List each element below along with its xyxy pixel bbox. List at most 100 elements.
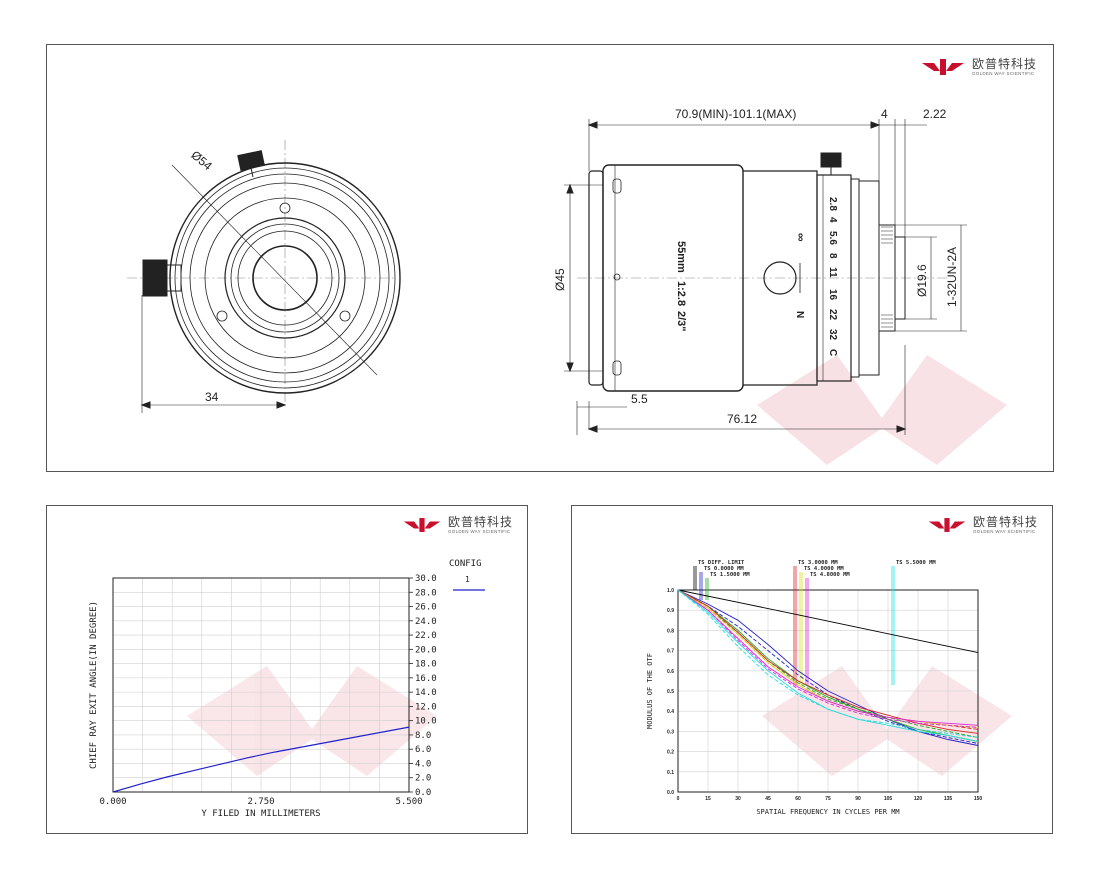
series-line — [677, 589, 979, 654]
y-tick-label: 8.0 — [415, 731, 431, 741]
barrel-diameter-label: Ø45 — [553, 268, 567, 291]
aperture-mark: 4 — [827, 217, 838, 223]
x-tick-label: 120 — [914, 796, 923, 802]
aperture-mark: 8 — [827, 253, 838, 259]
focus-infinity-mark: ∞ — [794, 233, 808, 242]
brand-logo: 欧普特科技 GOLDEN WAY SCIENTIFIC — [402, 516, 513, 535]
legend-entry: TS 5.5000 MM — [896, 560, 936, 566]
brand-logo: 欧普特科技 GOLDEN WAY SCIENTIFIC — [920, 57, 1037, 77]
x-tick-label: 15 — [705, 796, 711, 802]
y-tick-label: 0.6 — [667, 669, 674, 675]
brand-name-cn: 欧普特科技 — [972, 515, 1038, 529]
legend-entry: TS 3.0000 MM — [798, 560, 838, 566]
y-tick-label: 28.0 — [415, 588, 437, 598]
flange-label: 4 — [881, 107, 888, 121]
barrel-focal-text: 55mm — [675, 241, 687, 273]
mechanical-drawing-panel: 欧普特科技 GOLDEN WAY SCIENTIFIC — [46, 44, 1054, 472]
y-tick-label: 0.0 — [667, 790, 674, 796]
x-tick-label: 45 — [765, 796, 771, 802]
plot-frame — [112, 577, 410, 793]
y-ticks: 0.00.10.20.30.40.50.60.70.80.91.0 — [667, 588, 674, 796]
x-tick-label: 105 — [884, 796, 893, 802]
series-line — [677, 589, 979, 726]
brand-logo: 欧普特科技 GOLDEN WAY SCIENTIFIC — [927, 516, 1038, 535]
front-width-label: 34 — [205, 390, 219, 404]
series-line — [677, 589, 979, 738]
series-line — [112, 726, 410, 793]
brand-name-cn: 欧普特科技 — [447, 515, 513, 529]
x-axis-label: Y FILED IN MILLIMETERS — [201, 809, 320, 819]
y-tick-label: 6.0 — [415, 745, 431, 755]
aperture-mark: 5.6 — [827, 231, 838, 245]
x-tick-label: 0.000 — [99, 797, 126, 807]
series-line — [677, 589, 979, 728]
legend-entry: TS 4.0000 MM — [804, 566, 844, 572]
series-line — [677, 589, 979, 738]
total-length-label: 76.12 — [727, 412, 757, 426]
y-tick-label: 0.5 — [667, 689, 674, 695]
series-line — [677, 589, 979, 742]
y-axis-label: CHIEF RAY EXIT ANGLE(IN DEGREE) — [89, 601, 99, 769]
chief-ray-angle-chart: 0.02.04.06.08.010.012.014.016.018.020.02… — [89, 559, 485, 819]
y-tick-label: 14.0 — [415, 688, 437, 698]
brand-name-en: GOLDEN WAY SCIENTIFIC — [972, 529, 1036, 534]
x-tick-label: 150 — [974, 796, 983, 802]
brand-mark-icon — [921, 59, 964, 75]
x-tick-label: 2.750 — [247, 797, 274, 807]
aperture-mark: C — [827, 349, 838, 356]
legend-title: CONFIG — [449, 559, 482, 569]
watermark — [187, 666, 437, 776]
x-tick-label: 0 — [677, 796, 680, 802]
rear-diameter-label: Ø19.6 — [915, 264, 929, 297]
y-tick-label: 24.0 — [415, 617, 437, 627]
y-tick-label: 22.0 — [415, 631, 437, 641]
brand-name-cn: 欧普特科技 — [971, 56, 1037, 71]
side-view — [564, 119, 967, 435]
length-range-label: 70.9(MIN)-101.1(MAX) — [675, 107, 796, 121]
front-offset-label: 5.5 — [631, 392, 648, 406]
y-tick-label: 0.0 — [415, 788, 431, 798]
aperture-mark: 16 — [827, 289, 838, 301]
legend-entry: TS 0.0000 MM — [704, 566, 744, 572]
x-tick-label: 90 — [855, 796, 861, 802]
y-tick-label: 10.0 — [415, 717, 437, 727]
y-tick-label: 16.0 — [415, 674, 437, 684]
x-tick-label: 135 — [944, 796, 953, 802]
series-lines — [677, 589, 979, 746]
legend-entry: TS 1.5000 MM — [710, 572, 750, 578]
front-view — [127, 140, 401, 413]
legend-entry: TS DIFF. LIMIT — [698, 560, 745, 566]
legend-entry: TS 4.8000 MM — [810, 572, 850, 578]
brand-name-en: GOLDEN WAY SCIENTIFIC — [447, 529, 511, 534]
plot-frame — [677, 589, 979, 793]
x-tick-label: 75 — [825, 796, 831, 802]
mount-offset-label: 2.22 — [923, 107, 947, 121]
barrel-format-text: 2/3" — [675, 311, 687, 332]
y-tick-label: 0.2 — [667, 750, 674, 756]
lens-drawing-svg: Ø54 34 — [127, 107, 1007, 465]
x-tick-label: 30 — [735, 796, 741, 802]
y-tick-label: 0.4 — [667, 709, 674, 715]
aperture-mark: 32 — [827, 329, 838, 341]
y-ticks: 0.02.04.06.08.010.012.014.016.018.020.02… — [409, 574, 437, 798]
legend-entry-label: 1 — [465, 575, 470, 584]
grid — [113, 577, 409, 793]
aperture-mark: 22 — [827, 309, 838, 321]
brand-mark-icon — [403, 518, 441, 533]
y-tick-label: 0.1 — [667, 770, 674, 776]
y-tick-label: 20.0 — [415, 645, 437, 655]
y-tick-label: 2.0 — [415, 774, 431, 784]
y-tick-label: 12.0 — [415, 702, 437, 712]
y-tick-label: 0.9 — [667, 608, 674, 614]
focus-near-mark: N — [794, 311, 805, 318]
series-line — [677, 589, 979, 734]
aperture-scale: 2.8 4 5.6 8 11 16 22 32 C — [827, 197, 838, 356]
aperture-mark: 2.8 — [827, 197, 838, 211]
aperture-mark: 11 — [827, 267, 838, 278]
y-tick-label: 1.0 — [667, 588, 674, 594]
